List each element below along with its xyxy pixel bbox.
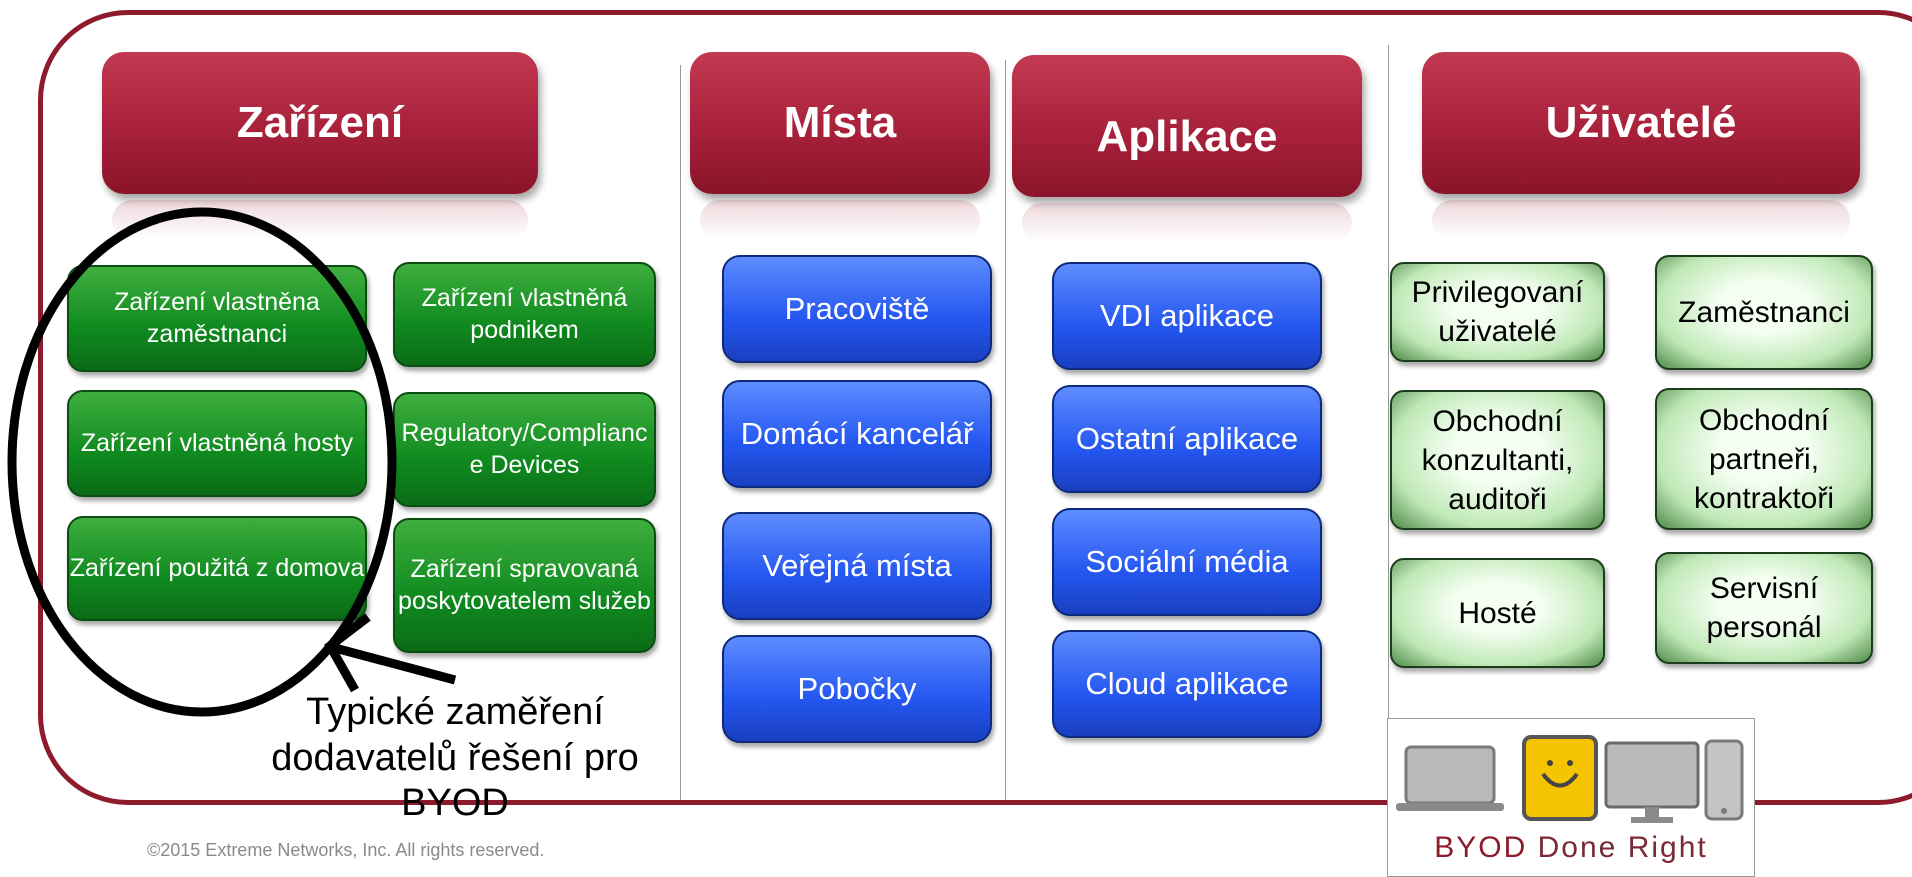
device-guest-owned: Zařízení vlastněná hosty [67, 390, 367, 497]
device-home-used: Zařízení použitá z domova [67, 516, 367, 621]
phone-icon [1704, 739, 1744, 821]
app-social: Sociální média [1052, 508, 1322, 616]
annotation-text: Typické zaměření dodavatelů řešení pro B… [271, 691, 639, 825]
highlight-ellipse [7, 207, 397, 717]
user-consultants: Obchodní konzultanti, auditoři [1390, 390, 1605, 530]
logo-brand: BYOD [1434, 831, 1528, 864]
device-icons [1396, 735, 1744, 823]
byod-logo: BYOD Done Right [1387, 718, 1755, 877]
tablet-smile-icon [1522, 735, 1598, 821]
pointer-arrow [333, 643, 457, 685]
outer-frame [38, 10, 1912, 805]
header-devices: Zařízení [102, 52, 538, 194]
device-company-owned: Zařízení vlastněná podnikem [393, 262, 656, 367]
arrow-head [324, 613, 371, 693]
header-places: Místa [690, 52, 990, 194]
header-reflection [700, 200, 980, 240]
logo-tagline: Done Right [1537, 831, 1708, 864]
column-divider [1388, 45, 1389, 725]
app-cloud: Cloud aplikace [1052, 630, 1322, 738]
app-vdi: VDI aplikace [1052, 262, 1322, 370]
place-workplace: Pracoviště [722, 255, 992, 363]
logo-text: BYOD Done Right [1388, 831, 1754, 865]
header-reflection [1432, 200, 1850, 240]
user-partners: Obchodní partneři, kontraktoři [1655, 388, 1873, 530]
place-home-office: Domácí kancelář [722, 380, 992, 488]
laptop-icon [1404, 745, 1496, 805]
header-apps: Aplikace [1012, 55, 1362, 197]
place-public: Veřejná místa [722, 512, 992, 620]
device-regulatory: Regulatory/Compliance Devices [393, 392, 656, 507]
user-privileged: Privilegovaní uživatelé [1390, 262, 1605, 362]
device-employee-owned: Zařízení vlastněna zaměstnanci [67, 265, 367, 372]
header-users: Uživatelé [1422, 52, 1860, 194]
user-guests: Hosté [1390, 558, 1605, 668]
header-reflection [1022, 203, 1352, 243]
monitor-icon [1604, 741, 1700, 809]
highlight-annotation [7, 207, 457, 717]
column-divider [680, 65, 681, 800]
app-other: Ostatní aplikace [1052, 385, 1322, 493]
column-divider [1005, 60, 1006, 800]
user-employees: Zaměstnanci [1655, 255, 1873, 370]
device-provider-managed: Zařízení spravovaná poskytovatelem služe… [393, 518, 656, 653]
place-branches: Pobočky [722, 635, 992, 743]
user-service: Servisní personál [1655, 552, 1873, 664]
copyright: ©2015 Extreme Networks, Inc. All rights … [147, 840, 545, 860]
header-reflection [112, 200, 528, 240]
